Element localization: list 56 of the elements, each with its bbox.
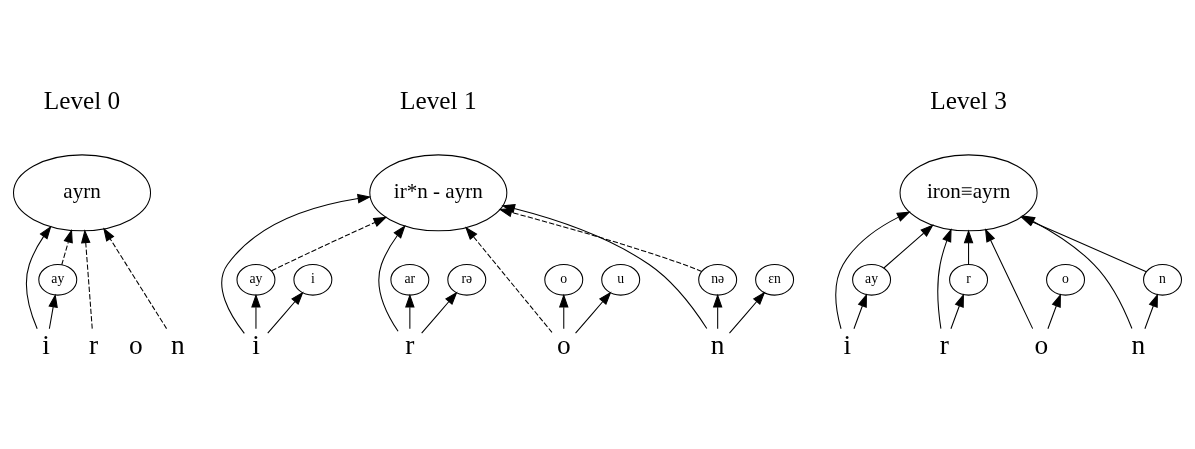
node-text: n	[171, 329, 185, 360]
arrow	[421, 291, 458, 334]
node-text: i	[843, 329, 852, 360]
label: Level 0	[43, 85, 121, 114]
arrow	[835, 210, 911, 329]
arrow	[1144, 292, 1158, 329]
node-text: n	[1131, 329, 1146, 360]
node-text: r	[939, 329, 949, 360]
node-ellipse: n	[1143, 263, 1183, 296]
arrow	[61, 228, 73, 265]
node-ellipse: ay	[852, 263, 892, 296]
node-ellipse: r	[949, 263, 989, 296]
arrow	[984, 227, 1034, 329]
label: Level 1	[400, 85, 477, 114]
node-ellipse: i	[293, 263, 333, 296]
arrow	[378, 224, 406, 332]
arrow	[498, 207, 703, 272]
node-ellipse: ay	[38, 263, 78, 296]
node-text: r	[89, 329, 99, 360]
arrow	[950, 292, 964, 329]
arrow	[103, 226, 168, 329]
node-text: r	[405, 329, 415, 360]
arrow	[221, 193, 372, 334]
arrow	[271, 216, 388, 271]
arrow	[937, 227, 952, 329]
arrow	[251, 293, 261, 329]
arrow	[80, 228, 93, 329]
label: Level 3	[930, 85, 1007, 114]
node-ellipse: o	[1046, 263, 1086, 296]
arrow	[963, 229, 974, 265]
node-ellipse: nə	[698, 263, 738, 296]
node-text: i	[42, 329, 50, 360]
arrow	[712, 293, 723, 329]
arrow	[48, 293, 58, 329]
arrow	[575, 291, 612, 334]
node-ellipse: ayrn	[12, 153, 152, 231]
node-ellipse: rə	[447, 263, 487, 296]
arrow	[558, 293, 569, 329]
node-text: o	[128, 329, 143, 360]
arrow	[465, 225, 553, 333]
node-text: n	[710, 329, 725, 360]
arrow	[883, 223, 934, 269]
node-ellipse: u	[601, 263, 641, 296]
node-text: o	[556, 329, 571, 360]
node-ellipse: ay	[236, 263, 276, 296]
node-ellipse: o	[544, 263, 584, 296]
arrow	[1047, 292, 1061, 329]
node-ellipse: ɛn	[755, 263, 795, 296]
arrow	[853, 292, 867, 329]
arrow	[267, 291, 304, 334]
arrow	[728, 291, 766, 334]
node-text: o	[1034, 329, 1049, 360]
arrow	[26, 225, 52, 329]
arrow	[405, 293, 415, 329]
node-text: i	[252, 329, 260, 360]
node-ellipse: ar	[390, 263, 430, 296]
